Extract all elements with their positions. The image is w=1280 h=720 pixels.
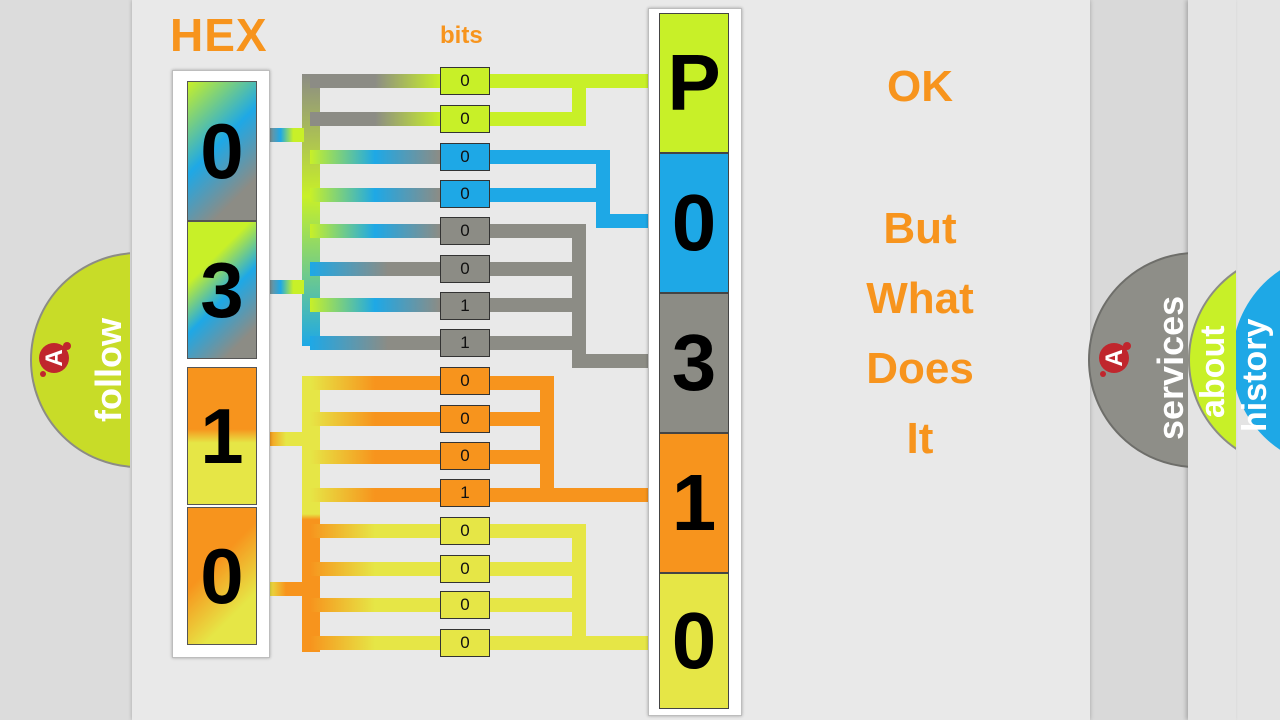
history-tab-label: history [1236, 318, 1274, 432]
hex-digit-column: 0 3 1 0 [172, 70, 270, 658]
bits-label: bits [440, 22, 483, 49]
bit-box: 0 [440, 67, 490, 95]
bit-box: 0 [440, 143, 490, 171]
bit-box: 0 [440, 591, 490, 619]
side-text-line: Does [866, 344, 974, 393]
bit-box: 1 [440, 292, 490, 320]
logo-icon: A [1099, 342, 1131, 377]
services-tab[interactable]: A services [1088, 252, 1188, 468]
bit-box: 1 [440, 329, 490, 357]
bit-box: 0 [440, 442, 490, 470]
bit-box: 0 [440, 405, 490, 433]
logo-letter: A [1101, 349, 1128, 366]
side-text-line: It [906, 414, 934, 463]
side-text-line: What [866, 274, 974, 323]
follow-tab-label: follow [88, 318, 129, 422]
result-char: 3 [659, 293, 729, 433]
result-char: 0 [659, 573, 729, 709]
hex-digit: 0 [187, 81, 257, 221]
result-char: P [659, 13, 729, 153]
about-tab[interactable]: about [1188, 252, 1236, 468]
result-column: P 0 3 1 0 [648, 8, 742, 716]
bit-box: 0 [440, 105, 490, 133]
logo-letter: A [41, 349, 68, 366]
about-tab-label: about [1194, 325, 1232, 418]
bit-box: 0 [440, 217, 490, 245]
follow-tab[interactable]: A follow [30, 252, 130, 468]
hex-title: HEX [170, 9, 268, 61]
side-text-ok: OK [887, 62, 953, 111]
services-tab-label: services [1150, 295, 1188, 440]
bit-box: 0 [440, 180, 490, 208]
bit-box: 0 [440, 517, 490, 545]
bit-box: 1 [440, 479, 490, 507]
hex-digit: 1 [187, 367, 257, 505]
side-text-line: But [883, 204, 957, 253]
hex-digit: 3 [187, 221, 257, 359]
bit-box: 0 [440, 367, 490, 395]
logo-icon: A [39, 342, 71, 377]
result-char: 0 [659, 153, 729, 293]
hex-digit: 0 [187, 507, 257, 645]
bit-box: 0 [440, 555, 490, 583]
result-char: 1 [659, 433, 729, 573]
bit-box: 0 [440, 255, 490, 283]
bit-box: 0 [440, 629, 490, 657]
history-tab[interactable]: history [1232, 252, 1280, 468]
